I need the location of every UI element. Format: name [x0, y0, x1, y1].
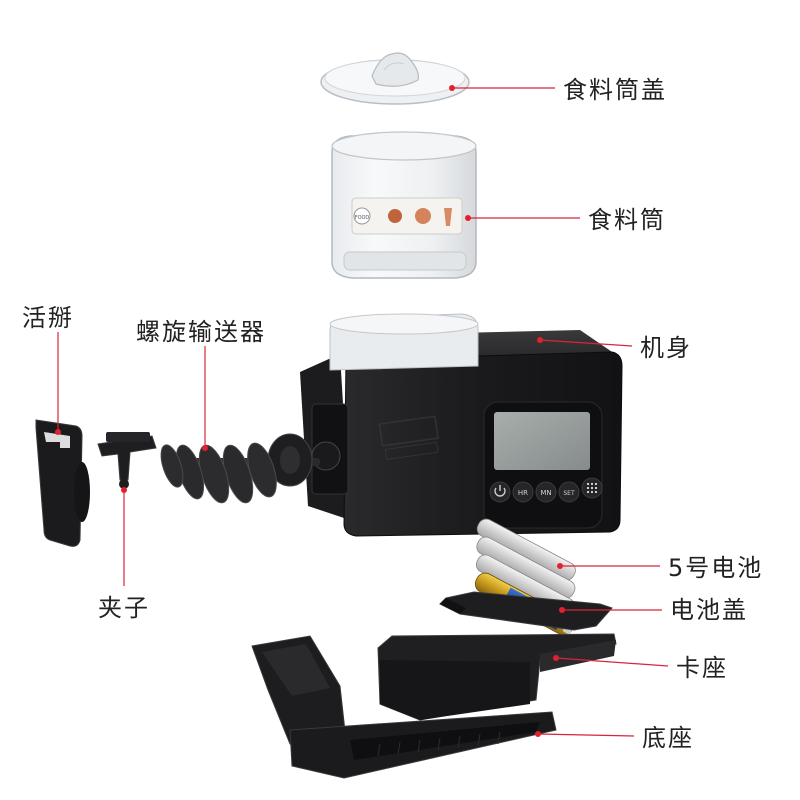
leader-base-dot — [535, 731, 541, 737]
label-flap-part: 活掰 — [22, 306, 74, 330]
food-hopper: FOOD — [332, 132, 476, 278]
label-clip-part: 夹子 — [98, 596, 150, 620]
leader-holder-dot — [553, 655, 559, 661]
clip-part — [98, 432, 156, 489]
set-button[interactable]: SET — [559, 482, 579, 502]
label-batteries: 5号电池 — [668, 556, 763, 580]
label-battery-cover: 电池盖 — [670, 598, 748, 622]
leader-batteries-dot — [557, 563, 563, 569]
feeder-body: HR MN SET — [300, 314, 622, 536]
label-feeder-body: 机身 — [640, 336, 692, 360]
grid-icon — [587, 483, 597, 493]
hopper-sticker: FOOD — [352, 198, 462, 234]
label-auger-screw: 螺旋输送器 — [136, 320, 266, 344]
auger-screw — [157, 434, 320, 506]
label-base-part: 底座 — [642, 726, 694, 750]
leader-auger-dot — [202, 445, 208, 451]
hr-button-label: HR — [518, 489, 528, 497]
set-button-label: SET — [563, 490, 575, 497]
lcd-screen — [494, 412, 590, 470]
mn-button-label: MN — [540, 489, 551, 497]
leader-clip-dot — [121, 487, 127, 493]
hr-button[interactable]: HR — [513, 482, 533, 502]
sticker-food-text: FOOD — [355, 215, 370, 221]
label-food-hopper: 食料筒 — [588, 208, 666, 232]
hopper-lid — [321, 53, 469, 104]
leader-base — [538, 734, 634, 736]
power-button[interactable] — [490, 482, 510, 502]
label-holder-part: 卡座 — [676, 656, 728, 680]
battery-cover — [440, 592, 612, 630]
leader-lid-dot — [449, 85, 455, 91]
mn-button[interactable]: MN — [536, 482, 556, 502]
label-hopper-lid: 食料筒盖 — [563, 78, 667, 102]
holder-part — [378, 634, 616, 720]
leader-hopper-dot — [465, 215, 471, 221]
leader-flap-dot — [55, 429, 61, 435]
leader-body-dot — [537, 337, 543, 343]
grid-button[interactable] — [582, 478, 602, 498]
flap-part — [36, 420, 90, 546]
leader-battery-cover-dot — [559, 607, 565, 613]
